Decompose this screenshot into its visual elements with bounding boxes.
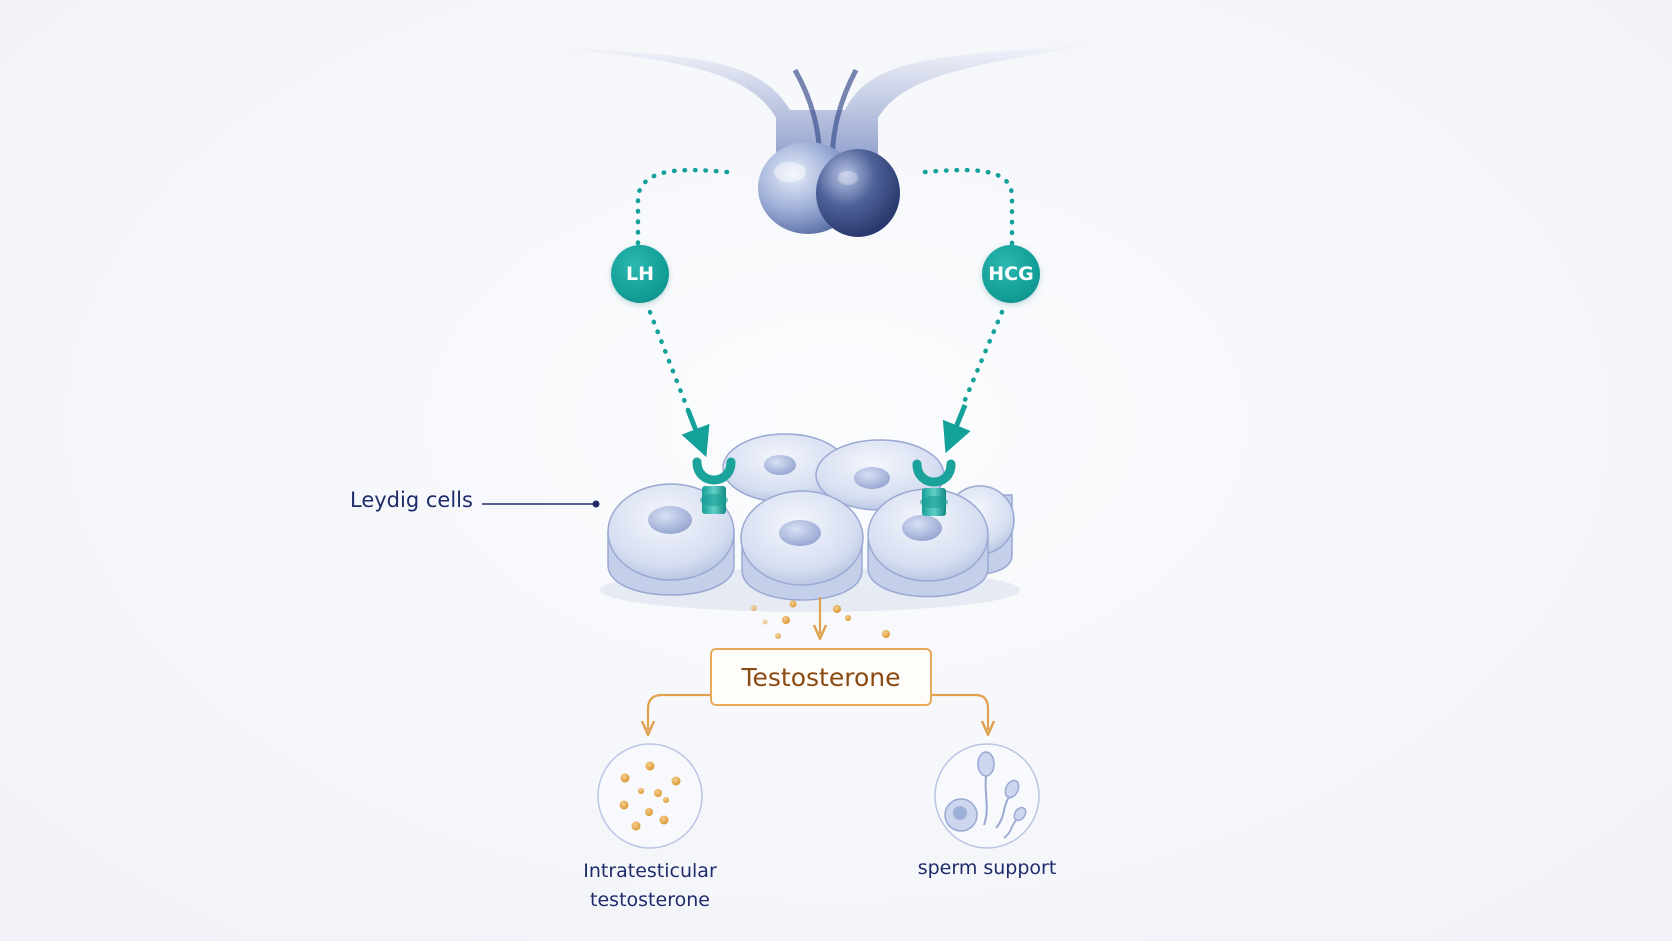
sperm-support-label: sperm support [917,857,1057,879]
hcg-pathway [922,167,1015,454]
cell [867,488,989,598]
cell [740,490,864,601]
hormone-particles-icon [751,600,890,639]
receptor-icon [912,459,956,516]
lh-badge: LH [611,245,669,303]
intratesticular-testosterone-icon [597,743,703,849]
intratesticular-testosterone-label: Intratesticular testosterone [560,857,740,915]
intratesticular-label-line2: testosterone [590,889,710,911]
branch-arrow-left [648,693,710,730]
sperm-cells-icon [934,743,1040,849]
testosterone-box: Testosterone [710,648,932,706]
pituitary-gland-icon [560,45,1090,237]
intratesticular-label-line1: Intratesticular [583,860,717,882]
receptor-icon [692,457,736,514]
branch-arrow-right [928,693,988,730]
lh-pathway [635,167,730,458]
testosterone-label: Testosterone [741,662,901,692]
hcg-badge: HCG [982,245,1040,303]
leydig-leader-line [482,500,600,508]
leydig-cell-cluster [600,433,1020,612]
leydig-cells-label: Leydig cells [350,488,473,512]
